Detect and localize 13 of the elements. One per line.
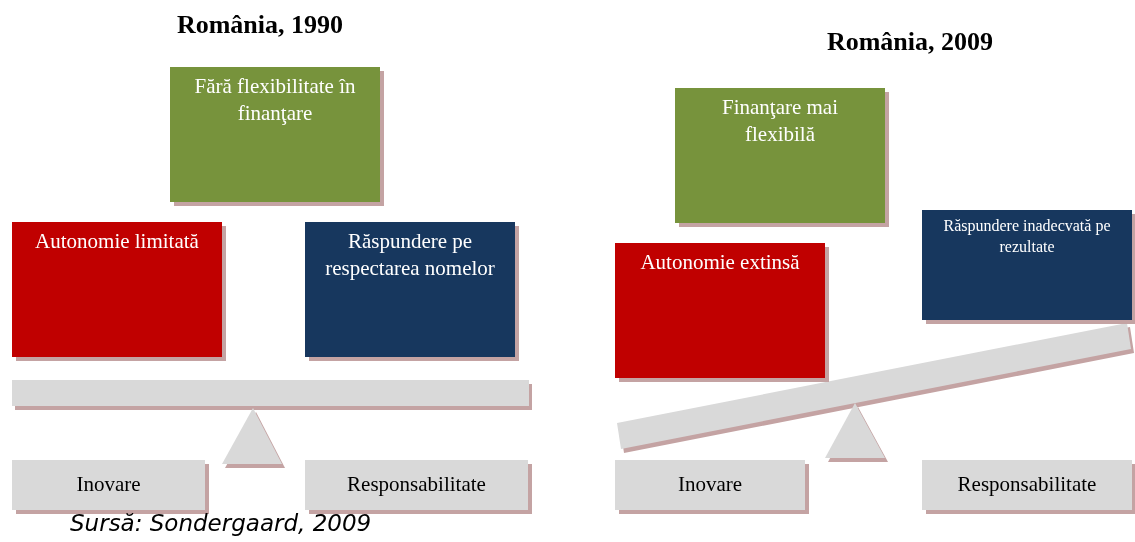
box-text: Autonomie limitată [34,228,200,255]
box-text: Fără flexibilitate în finanţare [193,73,357,128]
box-text: Autonomie extinsă [639,249,801,276]
box-text: Finanţare mai flexibilă [720,94,839,149]
box-text: Inovare [75,471,142,499]
box-text: Responsabilitate [346,471,487,499]
box-text: Răspundere inadecvată pe rezultate [942,216,1112,257]
box-text: Responsabilitate [956,471,1098,499]
panel-heading: România, 1990 [176,10,344,40]
source-caption: Sursă: Sondergaard, 2009 [70,510,372,536]
panel-heading: România, 2009 [826,27,994,57]
box-text: Inovare [676,471,744,499]
box-text: Răspundere pe respectarea nomelor [324,228,496,283]
